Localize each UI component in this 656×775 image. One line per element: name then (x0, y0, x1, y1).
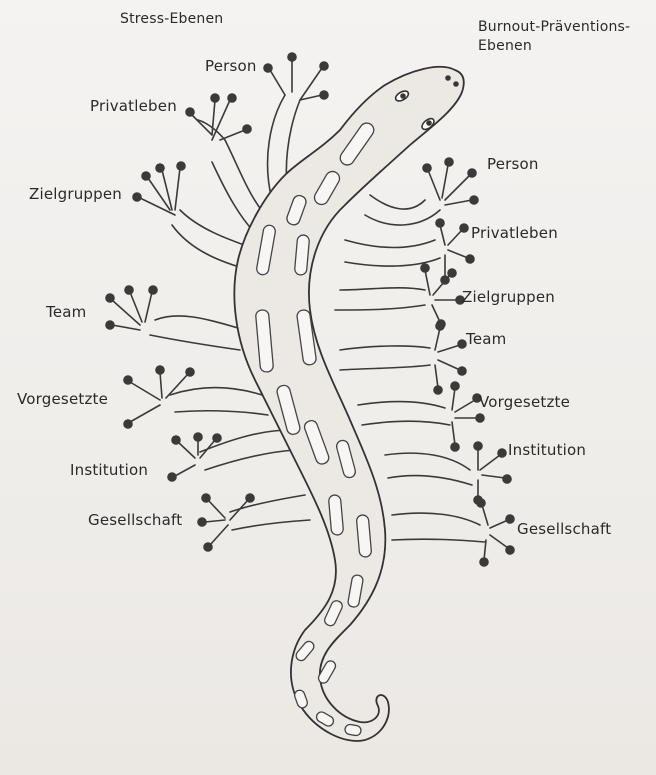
right-label-zielgruppen: Zielgruppen (462, 288, 555, 306)
right-leg-vorgesetzte (358, 382, 484, 451)
left-leg-institution (168, 430, 295, 481)
left-leg-team (106, 286, 245, 350)
right-leg-institution (385, 442, 511, 504)
right-header-title-line2: Ebenen (478, 37, 532, 55)
right-leg-gesellschaft (392, 499, 514, 566)
left-label-person: Person (205, 57, 257, 75)
left-label-team: Team (46, 303, 86, 321)
left-label-zielgruppen: Zielgruppen (29, 185, 122, 203)
right-leg-team (340, 322, 466, 394)
left-label-privatleben: Privatleben (90, 97, 177, 115)
right-label-privatleben: Privatleben (471, 224, 558, 242)
right-label-person: Person (487, 155, 539, 173)
left-leg-gesellschaft (198, 494, 310, 551)
right-label-institution: Institution (508, 441, 586, 459)
right-header-title-line1: Burnout-Präventions- (478, 18, 630, 36)
left-header-title: Stress-Ebenen (120, 10, 223, 28)
left-label-gesellschaft: Gesellschaft (88, 511, 182, 529)
left-label-institution: Institution (70, 461, 148, 479)
right-label-gesellschaft: Gesellschaft (517, 520, 611, 538)
right-label-team: Team (466, 330, 506, 348)
left-leg-vorgesetzte (124, 366, 268, 428)
left-label-vorgesetzte: Vorgesetzte (17, 390, 108, 408)
right-label-vorgesetzte: Vorgesetzte (479, 393, 570, 411)
